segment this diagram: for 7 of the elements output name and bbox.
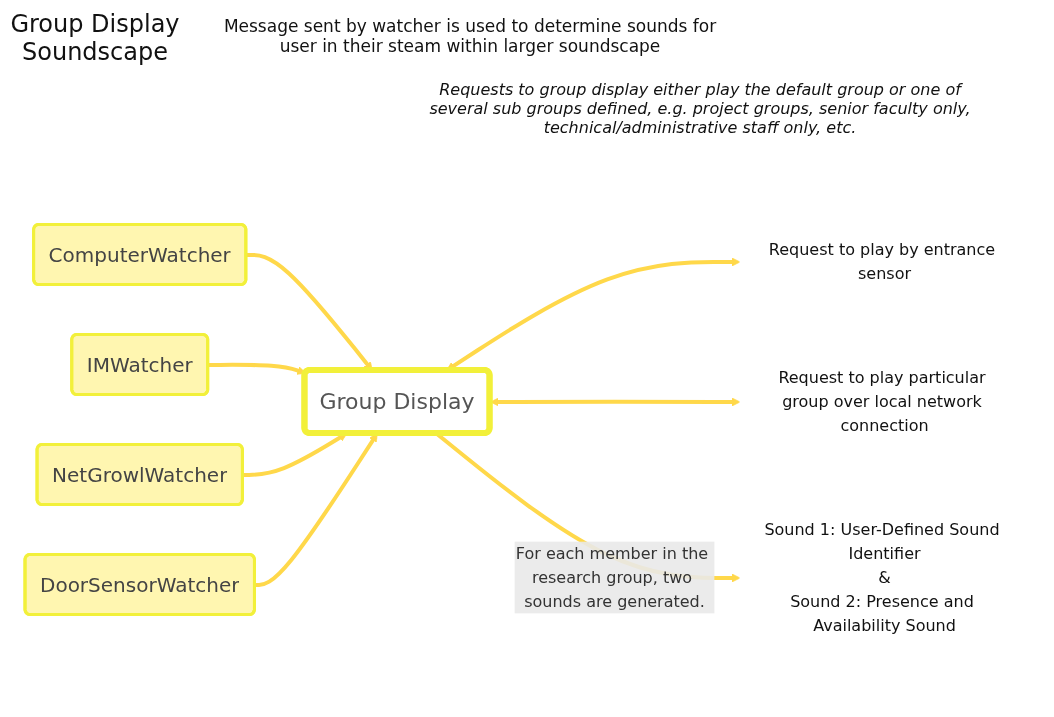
node-text: Request to play particular group over local network connection (778, 367, 986, 435)
node-text: Sound 1: User-Defined Sound Identifier & Sound 2: Presence and Availability Sound (764, 519, 1000, 635)
edge-label: For each member in the research group, two sounds are generated. (515, 543, 708, 611)
node-text: Request to play by entrance sensor (768, 239, 995, 283)
note-text: Message sent by watcher is used to determine sounds for user in their steam within larger soundscape (222, 16, 718, 56)
note-text: Requests to group display either play the default group or one of several sub groups defined, e.g. project groups, senior faculty only, technical/administrative staff only, etc. (428, 80, 972, 137)
diagram-title: Group Display Soundscape (10, 10, 180, 66)
